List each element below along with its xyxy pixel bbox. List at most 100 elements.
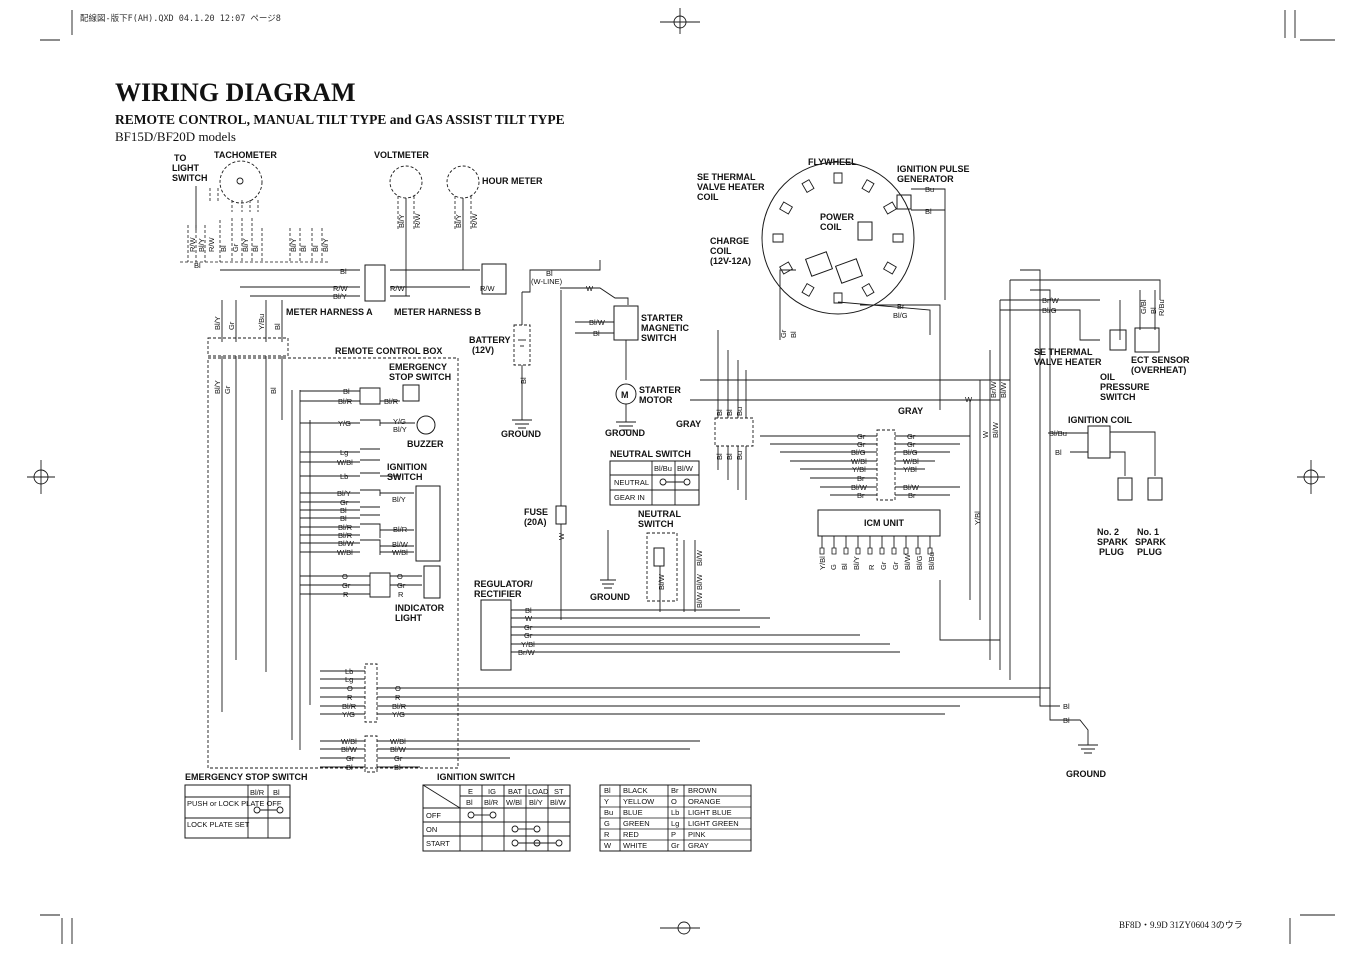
- rc-wire-17: R: [343, 590, 349, 599]
- spark-plug-2-icon: [1118, 478, 1132, 500]
- ignition-switch-label-1: IGNITION: [387, 462, 427, 472]
- neutral-switch-label-2: SWITCH: [638, 519, 674, 529]
- se-coil-label-2: VALVE HEATER: [697, 182, 765, 192]
- meter-wire-3: R/W: [207, 237, 216, 253]
- lh-l-1: Lb: [345, 667, 353, 676]
- rc-wire-r-10: R: [398, 590, 404, 599]
- fuse-label-2: (20A): [524, 517, 547, 527]
- fw-wire-bl: Bl: [925, 207, 932, 216]
- neutral-col-2: Bl/W: [677, 464, 694, 473]
- gr-1: Gr: [907, 432, 916, 441]
- ect-wire-2: Bl: [1149, 307, 1158, 314]
- sp2-label-1: No. 2: [1097, 527, 1119, 537]
- w-line-label: (W-LINE): [531, 277, 563, 286]
- flywheel-magnet: [862, 284, 874, 297]
- flywheel-icon: [762, 162, 914, 314]
- color-code-cell: Y: [604, 797, 609, 806]
- icm-pin-terminal: [928, 548, 932, 554]
- emergency-stop-label-2: STOP SWITCH: [389, 372, 451, 382]
- rc-wire-10: Bl: [340, 514, 347, 523]
- color-code-cell: W: [604, 841, 612, 850]
- lh-r-4: Y/G: [392, 710, 405, 719]
- lh-r-6: Bl/W: [390, 745, 407, 754]
- harness-a-connector: [208, 338, 288, 356]
- flywheel-magnet: [802, 284, 814, 297]
- ipg-label-2: GENERATOR: [897, 174, 954, 184]
- icm-w-label: W: [965, 395, 973, 404]
- neutral-switch-title: NEUTRAL SWITCH: [610, 449, 691, 459]
- color-code-cell: BROWN: [688, 786, 717, 795]
- voltmeter-label: VOLTMETER: [374, 150, 429, 160]
- w-line-bl: Bl: [546, 269, 553, 278]
- neutral-switch-group: NEUTRAL SWITCH Bl/Bu Bl/W NEUTRAL GEAR I…: [590, 449, 704, 612]
- buzzer-label: BUZZER: [407, 439, 444, 449]
- harness-v-5: Bl/Y: [213, 380, 222, 394]
- ic-wire-2: Bl: [1055, 448, 1062, 457]
- wire-label-rw-2: R/W: [390, 284, 406, 293]
- power-coil-label-2: COIL: [820, 222, 842, 232]
- tachometer-icon: [220, 161, 262, 203]
- color-code-cell: O: [671, 797, 677, 806]
- starter-switch-label-2: MAGNETIC: [641, 323, 689, 333]
- flywheel-magnet: [773, 234, 783, 242]
- flywheel-magnet: [834, 173, 842, 183]
- est-title: EMERGENCY STOP SWITCH: [185, 772, 308, 782]
- gl-4: W/Bl: [851, 457, 867, 466]
- icm-pin-7: Gr: [891, 561, 900, 570]
- ground-label-battery: GROUND: [501, 429, 541, 439]
- neutral-row-1: NEUTRAL: [614, 478, 649, 487]
- rc-wire-13: Bl/W: [338, 539, 355, 548]
- color-code-cell: GREEN: [623, 819, 650, 828]
- rc-wire-15: O: [342, 572, 348, 581]
- page-title: WIRING DIAGRAM: [115, 78, 356, 107]
- ist-top-5: ST: [554, 787, 564, 796]
- est-frame: [185, 785, 290, 838]
- starter-switch-label-1: STARTER: [641, 313, 683, 323]
- lh-r-1: O: [395, 684, 401, 693]
- sp1-label-1: No. 1: [1137, 527, 1159, 537]
- color-code-cell: RED: [623, 830, 639, 839]
- ist-sub-4: Bl/Y: [529, 798, 543, 807]
- charge-coil-label-2: COIL: [710, 246, 732, 256]
- flywheel-magnet: [893, 234, 903, 242]
- fw-wire-blg: Bl/G: [893, 311, 908, 320]
- lh-l-4: R: [347, 693, 353, 702]
- gl-6: Br: [857, 474, 865, 483]
- ignition-pulse-generator-icon: [897, 195, 911, 209]
- flywheel-magnet: [884, 202, 897, 214]
- flywheel-magnet: [862, 180, 874, 193]
- gl-7: Bl/W: [851, 483, 868, 492]
- emergency-stop-table: EMERGENCY STOP SWITCH Bl/R Bl PUSH or LO…: [185, 772, 308, 838]
- rc-wire-2: Bl/R: [338, 397, 353, 406]
- rc-wire-4: Lg: [340, 448, 348, 457]
- ist-sub-1: Bl: [466, 798, 473, 807]
- battery-starter-group: BATTERY (12V) GROUND Bl Bl (W-LINE) W ST…: [469, 260, 689, 439]
- meter-wire-4: Bl: [219, 245, 228, 252]
- lh-l-10: Bl: [346, 763, 353, 772]
- color-code-cell: BLUE: [623, 808, 643, 817]
- icm-right-4: W: [981, 430, 990, 438]
- to-light-switch-label-3: SWITCH: [172, 173, 208, 183]
- lh-r-2: R: [395, 693, 401, 702]
- ground-label-starter: GROUND: [605, 428, 645, 438]
- ist-top-1: E: [468, 787, 473, 796]
- icm-pin-1: Y/Bl: [818, 556, 827, 570]
- meter-wire-6: Bl/Y: [241, 238, 250, 252]
- meter-wire-1: R/W: [188, 237, 197, 253]
- buzzer-icon: [417, 416, 435, 434]
- icm-pin-terminal: [892, 548, 896, 554]
- ect-label-1: ECT SENSOR: [1131, 355, 1190, 365]
- meter-wire-2: Bl/Y: [197, 238, 206, 252]
- est-row-1: PUSH or LOCK PLATE OFF: [187, 799, 282, 808]
- power-coil-icon: [858, 222, 872, 240]
- rc-wire-5: W/Bl: [337, 458, 353, 467]
- to-light-switch-label-1: TO: [174, 153, 186, 163]
- fuse-icon: [556, 506, 566, 524]
- flywheel-magnet: [780, 262, 793, 274]
- tachometer-label: TACHOMETER: [214, 150, 277, 160]
- color-code-cell: YELLOW: [623, 797, 655, 806]
- ist-frame: [423, 785, 570, 851]
- rt-blg: Bl/G: [1042, 306, 1057, 315]
- sp1-label-3: PLUG: [1137, 547, 1162, 557]
- rc-wire-16: Gr: [342, 581, 351, 590]
